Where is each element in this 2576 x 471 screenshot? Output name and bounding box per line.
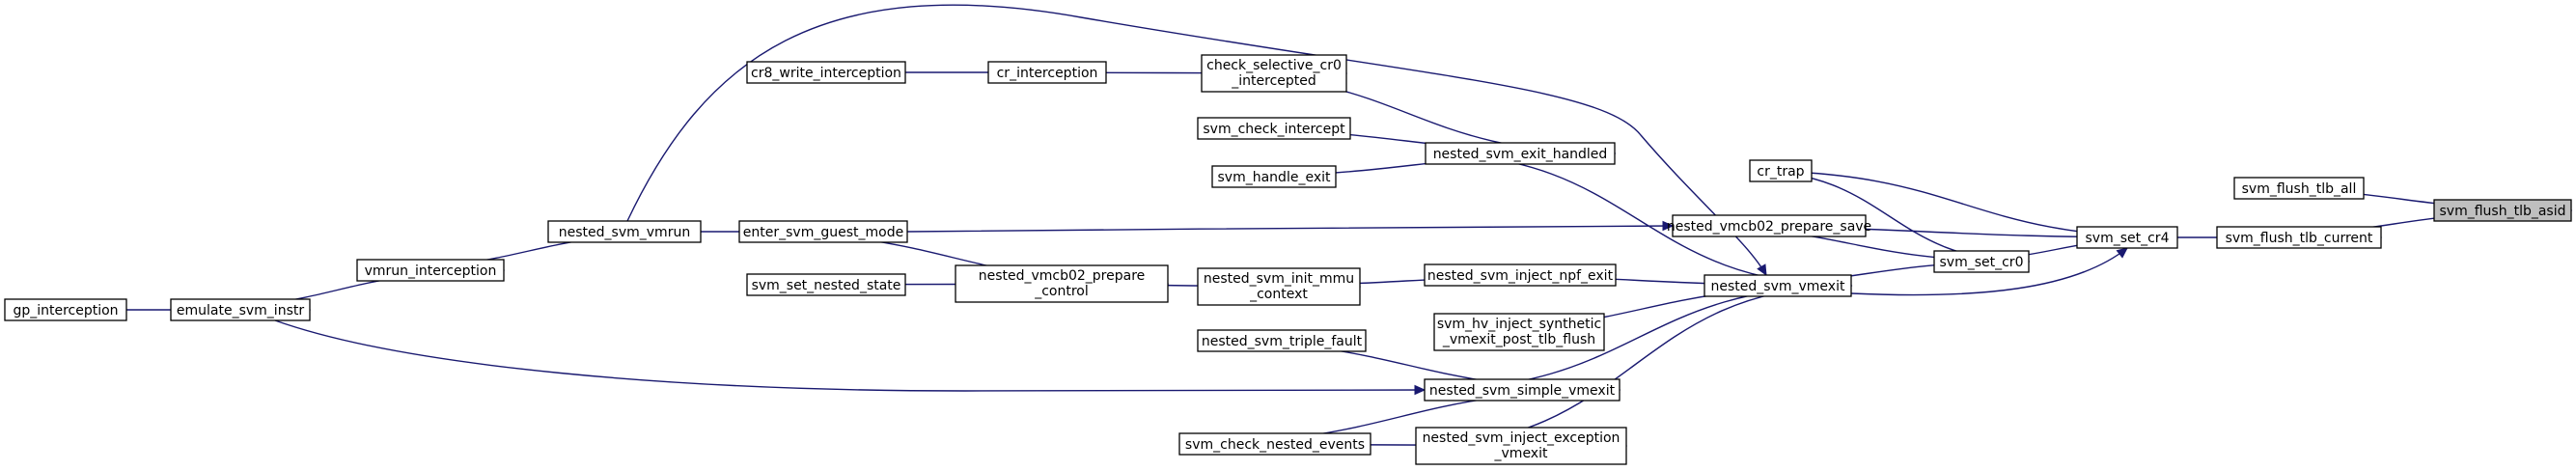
- node-nested-svm-exit-handled[interactable]: nested_svm_exit_handled: [1425, 142, 1616, 165]
- node-label: svm_flush_tlb_asid: [2440, 204, 2566, 219]
- node-cr8-write-interception[interactable]: cr8_write_interception: [746, 61, 906, 84]
- node-nested-svm-inject-exception-vmexit[interactable]: nested_svm_inject_exception_vmexit: [1415, 427, 1627, 465]
- node-cr-interception[interactable]: cr_interception: [987, 61, 1107, 84]
- node-cr-trap[interactable]: cr_trap: [1749, 159, 1813, 182]
- edge-enter-svm-guest-mode-to-nested-vmcb02-prepare-save: [906, 220, 1675, 233]
- node-nested-svm-vmrun[interactable]: nested_svm_vmrun: [547, 220, 702, 243]
- node-label: svm_flush_tlb_current: [2226, 231, 2373, 246]
- node-nested-svm-triple-fault[interactable]: nested_svm_triple_fault: [1197, 329, 1367, 352]
- node-label: nested_svm_vmrun: [559, 225, 690, 240]
- node-gp-interception[interactable]: gp_interception: [4, 298, 127, 321]
- node-label: cr_interception: [997, 66, 1098, 81]
- node-label: gp_interception: [13, 303, 118, 319]
- node-label: nested_vmcb02_prepare: [979, 268, 1146, 284]
- node-label: svm_handle_exit: [1218, 170, 1331, 185]
- node-label: cr8_write_interception: [751, 66, 901, 81]
- node-nested-vmcb02-prepare-control[interactable]: nested_vmcb02_prepare_control: [955, 264, 1169, 303]
- node-label: _context: [1249, 287, 1308, 302]
- node-label: svm_check_intercept: [1203, 122, 1345, 137]
- node-label: svm_check_nested_events: [1185, 437, 1365, 453]
- node-label: nested_svm_inject_npf_exit: [1427, 268, 1614, 284]
- edge-nested-svm-vmexit-to-svm-set-cr4: [1850, 247, 2128, 296]
- node-label: check_selective_cr0: [1206, 58, 1342, 73]
- node-nested-svm-inject-npf-exit[interactable]: nested_svm_inject_npf_exit: [1424, 263, 1617, 287]
- node-svm-set-cr4[interactable]: svm_set_cr4: [2076, 226, 2178, 249]
- node-nested-svm-simple-vmexit[interactable]: nested_svm_simple_vmexit: [1424, 378, 1620, 402]
- node-label: nested_vmcb02_prepare_save: [1667, 219, 1871, 235]
- node-svm-flush-tlb-all[interactable]: svm_flush_tlb_all: [2233, 177, 2365, 200]
- node-label: nested_svm_exit_handled: [1433, 147, 1608, 162]
- node-nested-svm-init-mmu-context[interactable]: nested_svm_init_mmu_context: [1197, 267, 1361, 306]
- node-label: nested_svm_triple_fault: [1202, 334, 1363, 349]
- node-label: vmrun_interception: [365, 263, 497, 279]
- node-label: _intercepted: [1231, 73, 1316, 89]
- node-svm-flush-tlb-asid[interactable]: svm_flush_tlb_asid: [2433, 199, 2572, 222]
- call-graph-nodes: svm_flush_tlb_asid svm_flush_tlb_all svm_f…: [4, 54, 2572, 465]
- edge-emulate-svm-instr-to-nested-svm-simple-vmexit: [274, 319, 1426, 396]
- node-label: enter_svm_guest_mode: [743, 225, 903, 240]
- node-label: svm_flush_tlb_all: [2242, 181, 2357, 197]
- node-svm-flush-tlb-current[interactable]: svm_flush_tlb_current: [2216, 226, 2382, 249]
- node-label: cr_trap: [1757, 164, 1804, 180]
- node-label: svm_set_nested_state: [752, 278, 901, 293]
- node-label: emulate_svm_instr: [177, 303, 304, 319]
- node-label: _vmexit: [1494, 446, 1548, 461]
- node-svm-handle-exit[interactable]: svm_handle_exit: [1211, 165, 1337, 188]
- node-check-selective-cr0-intercepted[interactable]: check_selective_cr0_intercepted: [1201, 54, 1347, 93]
- node-svm-set-cr0[interactable]: svm_set_cr0: [1933, 250, 2030, 273]
- edge-nested-svm-vmrun-to-nested-svm-vmexit: [626, 4, 1767, 277]
- node-label: svm_set_cr0: [1940, 255, 2024, 270]
- node-label: nested_svm_inject_exception: [1423, 430, 1620, 446]
- node-label: nested_svm_simple_vmexit: [1429, 383, 1616, 399]
- node-label: _vmexit_post_tlb_flush: [1442, 332, 1595, 347]
- node-label: svm_set_cr4: [2086, 231, 2170, 246]
- node-enter-svm-guest-mode[interactable]: enter_svm_guest_mode: [738, 220, 908, 243]
- node-label: _control: [1034, 284, 1089, 299]
- node-svm-hv-inject-synthetic-vmexit-post-tlb-flush[interactable]: svm_hv_inject_synthetic_vmexit_post_tlb_…: [1433, 313, 1605, 351]
- node-svm-check-nested-events[interactable]: svm_check_nested_events: [1178, 432, 1371, 456]
- node-label: nested_svm_vmexit: [1711, 279, 1845, 294]
- edge-nested-svm-inject-exception-vmexit-to-nested-svm-vmexit: [1415, 280, 1853, 447]
- node-label: svm_hv_inject_synthetic: [1437, 317, 1601, 332]
- node-label: nested_svm_init_mmu: [1204, 271, 1354, 287]
- node-vmrun-interception[interactable]: vmrun_interception: [356, 259, 505, 282]
- node-nested-svm-vmexit[interactable]: nested_svm_vmexit: [1703, 274, 1852, 297]
- node-svm-set-nested-state[interactable]: svm_set_nested_state: [746, 273, 906, 296]
- node-nested-vmcb02-prepare-save[interactable]: nested_vmcb02_prepare_save: [1667, 214, 1871, 237]
- node-svm-check-intercept[interactable]: svm_check_intercept: [1197, 117, 1351, 140]
- node-emulate-svm-instr[interactable]: emulate_svm_instr: [170, 298, 311, 321]
